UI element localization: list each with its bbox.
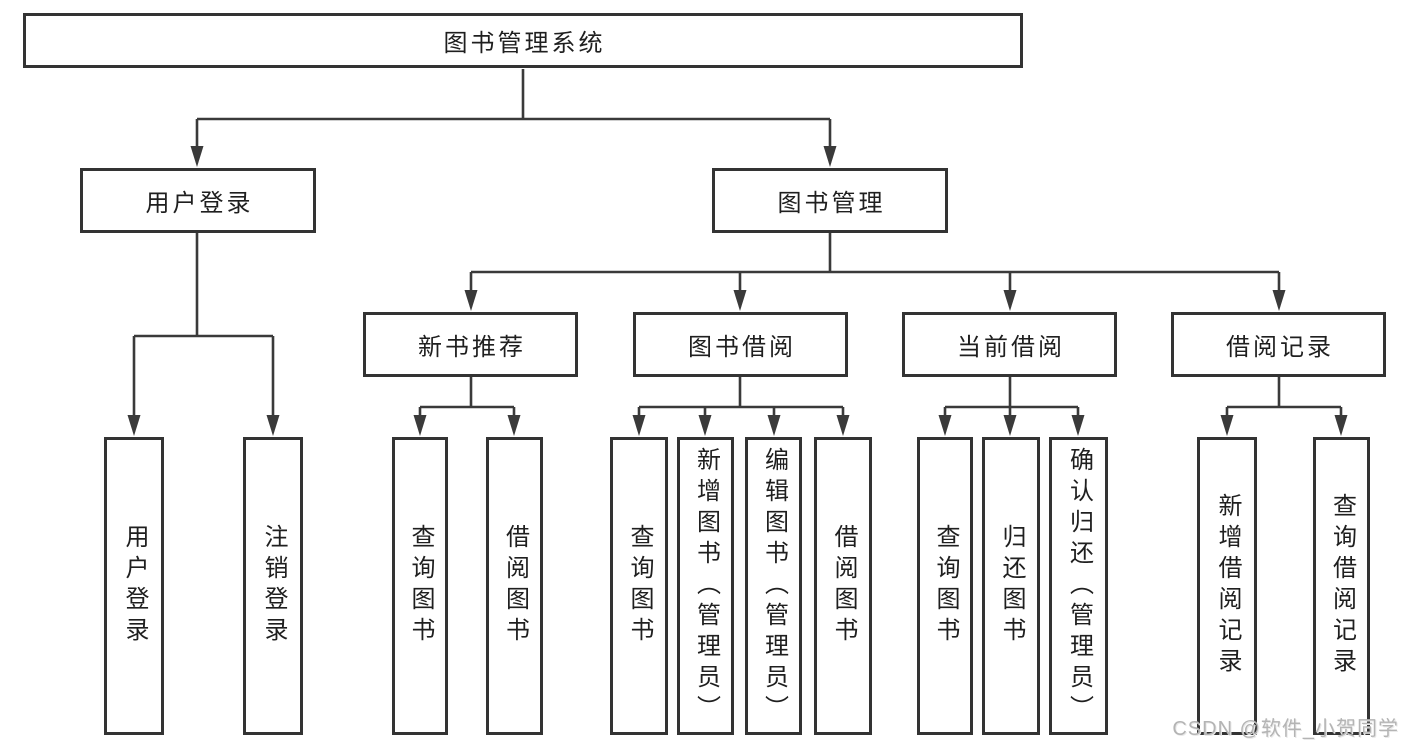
leaf-edit-book-admin: 编辑图书（管理员） [745,437,802,735]
leaf-query-book-1: 查询图书 [392,437,448,735]
node-book-mgmt: 图书管理 [712,168,948,233]
node-current-borrow: 当前借阅 [902,312,1117,377]
connector-current-borrow [943,377,1080,421]
leaf-label: 注销登录 [260,524,287,648]
node-root: 图书管理系统 [23,13,1023,68]
connector-user-login [132,233,275,419]
leaf-label: 查询图书 [626,524,653,648]
node-book-borrow: 图书借阅 [633,312,848,377]
leaf-label: 编辑图书（管理员） [760,446,788,726]
csdn-watermark: CSDN @软件_小贺同学 [1172,718,1399,740]
connector-borrow-records [1225,377,1343,421]
leaf-add-book-admin: 新增图书（管理员） [677,437,734,735]
leaf-return-book: 归还图书 [982,437,1040,735]
leaf-query-borrow-record: 查询借阅记录 [1313,437,1370,735]
node-new-book-rec: 新书推荐 [363,312,578,377]
leaf-label: 新增借阅记录 [1214,493,1241,679]
leaf-label: 查询图书 [407,524,434,648]
node-user-login: 用户登录 [80,168,316,233]
leaf-confirm-return-admin: 确认归还（管理员） [1049,437,1108,735]
connector-root [195,69,832,150]
leaf-label: 查询图书 [932,524,959,648]
leaf-label: 新增图书（管理员） [692,446,720,726]
leaf-query-book-2: 查询图书 [610,437,668,735]
node-borrow-records: 借阅记录 [1171,312,1386,377]
leaf-logout: 注销登录 [243,437,303,735]
leaf-label: 确认归还（管理员） [1065,446,1093,726]
leaf-borrow-book-1: 借阅图书 [486,437,543,735]
leaf-add-borrow-record: 新增借阅记录 [1197,437,1257,735]
connector-book-borrow [637,377,845,421]
leaf-user-login: 用户登录 [104,437,164,735]
leaf-label: 借阅图书 [830,524,857,648]
leaf-label: 借阅图书 [501,524,529,648]
connector-book-mgmt [469,233,1281,295]
connector-new-book [418,377,516,421]
leaf-label: 查询借阅记录 [1328,493,1356,679]
leaf-label: 归还图书 [998,524,1025,648]
leaf-borrow-book-2: 借阅图书 [814,437,872,735]
leaf-query-book-3: 查询图书 [917,437,973,735]
leaf-label: 用户登录 [121,524,148,648]
